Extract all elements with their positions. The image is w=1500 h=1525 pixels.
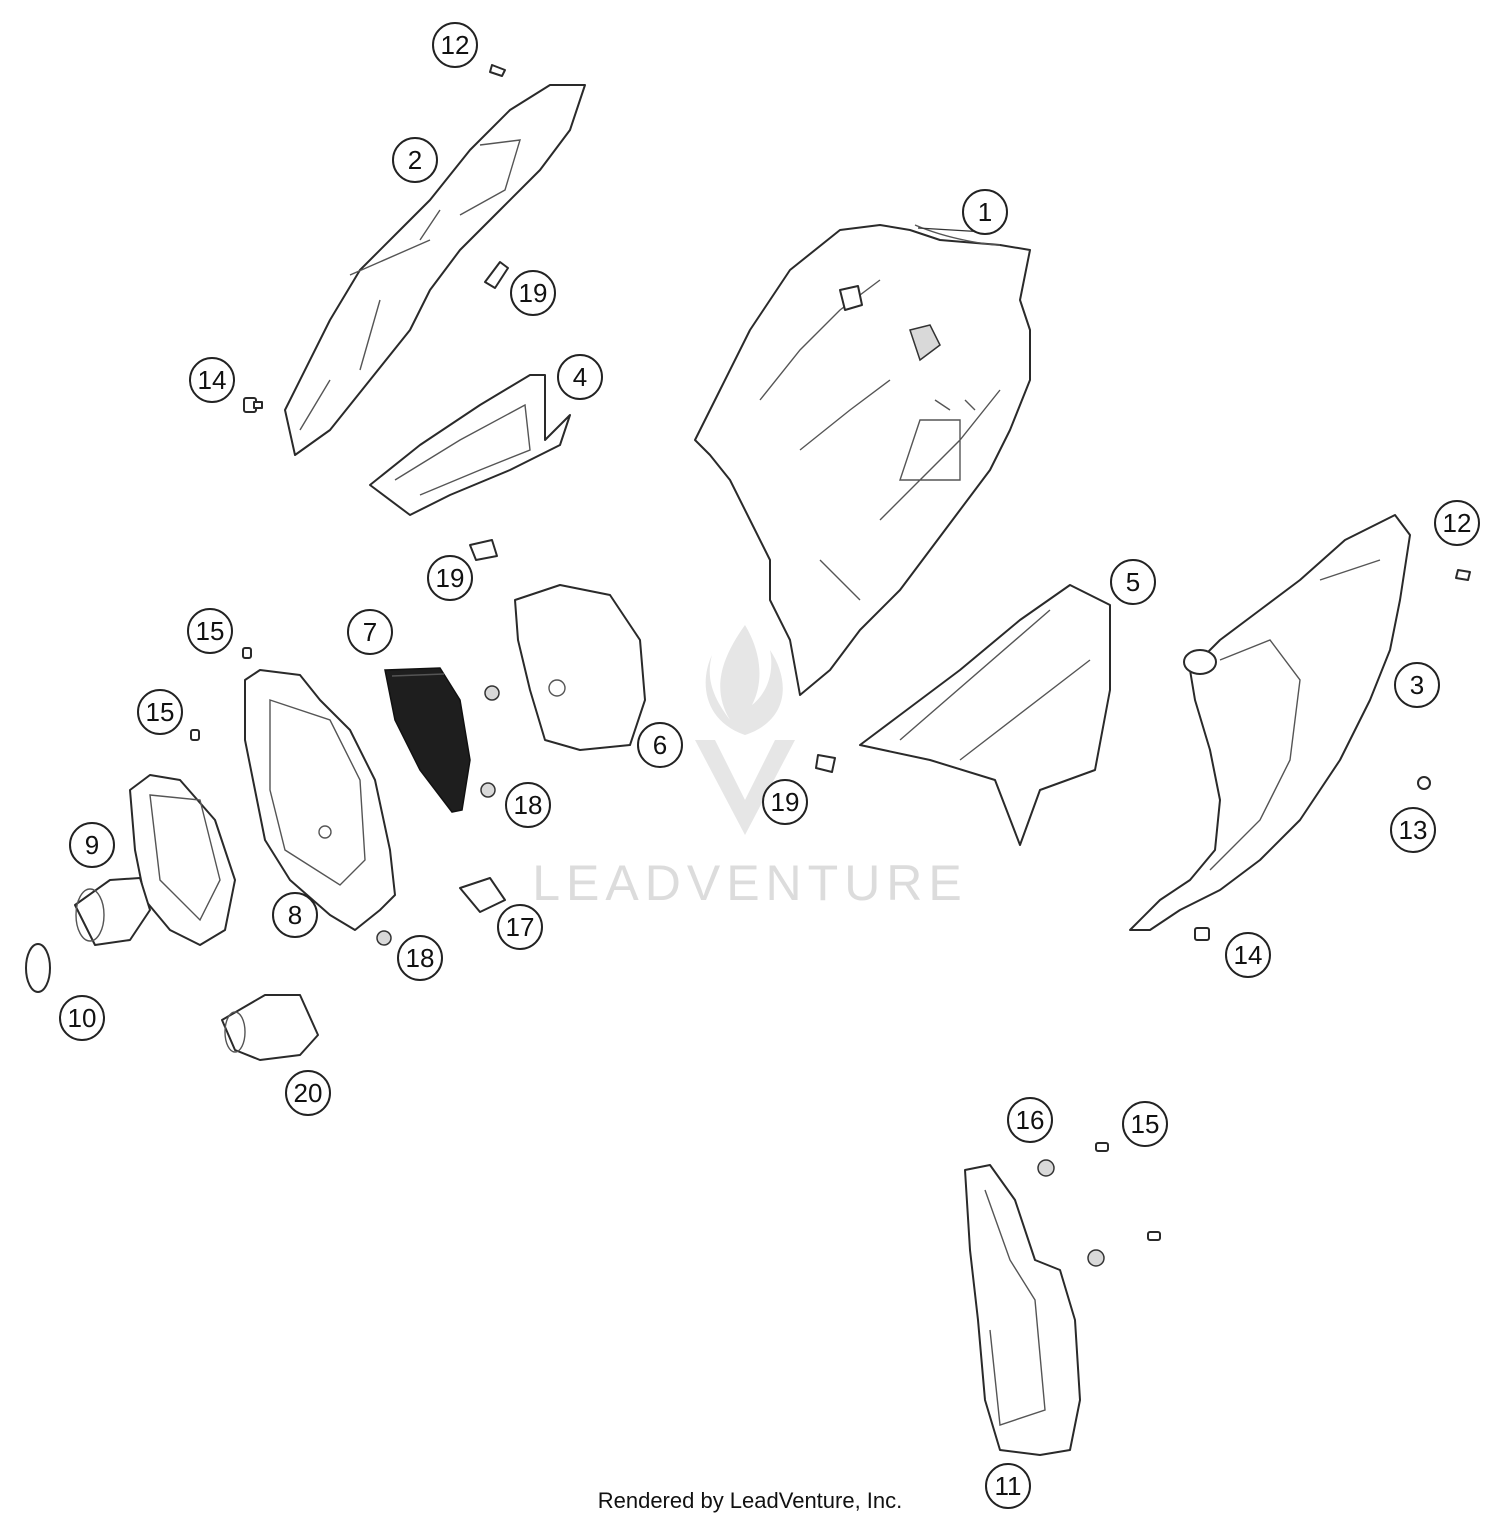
callout-12a: 12 — [432, 22, 478, 68]
svg-text:15: 15 — [146, 697, 175, 727]
part-11-lower-guard — [964, 1164, 1081, 1456]
part-14-screw-left — [243, 397, 263, 413]
callout-6: 6 — [637, 722, 683, 768]
watermark: LEADVENTURE — [532, 625, 968, 911]
callout-12b: 12 — [1434, 500, 1480, 546]
callout-17: 17 — [497, 904, 543, 950]
callout-4: 4 — [557, 354, 603, 400]
callout-7: 7 — [347, 609, 393, 655]
callout-14b: 14 — [1225, 932, 1271, 978]
callout-5: 5 — [1110, 559, 1156, 605]
svg-text:12: 12 — [1443, 508, 1472, 538]
part-3-right-side-panel — [1129, 514, 1411, 931]
part-9-intake-boot — [74, 774, 236, 946]
svg-text:10: 10 — [68, 1003, 97, 1033]
svg-text:19: 19 — [436, 563, 465, 593]
svg-text:1: 1 — [978, 197, 992, 227]
callout-18a: 18 — [505, 782, 551, 828]
part-4-cover — [369, 374, 571, 516]
part-8-airbox-frame — [244, 669, 396, 931]
watermark-flame-icon — [705, 625, 783, 735]
svg-text:7: 7 — [363, 617, 377, 647]
svg-text:6: 6 — [653, 730, 667, 760]
svg-text:3: 3 — [1410, 670, 1424, 700]
svg-text:19: 19 — [771, 787, 800, 817]
callout-15b: 15 — [137, 689, 183, 735]
callout-15a: 15 — [187, 608, 233, 654]
svg-text:20: 20 — [294, 1078, 323, 1108]
svg-text:5: 5 — [1126, 567, 1140, 597]
callout-8: 8 — [272, 892, 318, 938]
svg-text:14: 14 — [198, 365, 227, 395]
svg-text:11: 11 — [995, 1471, 1022, 1501]
callout-19c: 19 — [762, 779, 808, 825]
part-18-nut-upper — [480, 685, 500, 798]
svg-text:2: 2 — [408, 145, 422, 175]
part-6-filter-cover — [514, 584, 646, 751]
svg-text:16: 16 — [1016, 1105, 1045, 1135]
svg-text:18: 18 — [514, 790, 543, 820]
callout-20: 20 — [285, 1070, 331, 1116]
svg-text:13: 13 — [1399, 815, 1428, 845]
callout-13: 13 — [1390, 807, 1436, 853]
svg-text:17: 17 — [506, 912, 535, 942]
svg-text:15: 15 — [1131, 1109, 1160, 1139]
callout-3: 3 — [1394, 662, 1440, 708]
part-12-screw-top — [489, 64, 506, 77]
callout-10: 10 — [59, 995, 105, 1041]
callout-1: 1 — [962, 189, 1008, 235]
svg-text:9: 9 — [85, 830, 99, 860]
callout-11: 11 — [985, 1463, 1031, 1509]
part-5-side-cover — [859, 584, 1111, 846]
svg-text:19: 19 — [519, 278, 548, 308]
part-15-screw-a — [242, 647, 252, 659]
svg-text:8: 8 — [288, 900, 302, 930]
callout-9: 9 — [69, 822, 115, 868]
svg-text:15: 15 — [196, 616, 225, 646]
part-17-bracket — [459, 877, 506, 913]
part-14-screw-right — [1194, 927, 1210, 941]
part-19-clip-lower — [815, 754, 836, 773]
svg-text:12: 12 — [441, 30, 470, 60]
part-1-main-body — [694, 224, 1031, 696]
watermark-v-icon — [695, 740, 795, 835]
callout-19b: 19 — [427, 555, 473, 601]
callout-15c: 15 — [1122, 1101, 1168, 1147]
callout-18b: 18 — [397, 935, 443, 981]
callout-14a: 14 — [189, 357, 235, 403]
svg-text:4: 4 — [573, 362, 587, 392]
part-10-clamp — [25, 943, 51, 993]
part-12-screw-right — [1455, 569, 1471, 581]
svg-text:14: 14 — [1234, 940, 1263, 970]
part-15-screw-c — [1095, 1142, 1161, 1241]
render-credit: Rendered by LeadVenture, Inc. — [597, 1488, 903, 1513]
part-19-clip-top — [484, 261, 509, 289]
callout-2: 2 — [392, 137, 438, 183]
part-16-grommet — [1037, 1159, 1105, 1267]
part-20-duct — [221, 994, 319, 1061]
part-2-left-side-panel — [284, 84, 586, 456]
part-13-nut — [1417, 776, 1431, 790]
part-19-clip-mid — [469, 539, 498, 561]
part-18-nut-lower — [376, 930, 392, 946]
callout-16: 16 — [1007, 1097, 1053, 1143]
svg-text:18: 18 — [406, 943, 435, 973]
part-7-air-filter — [384, 667, 471, 813]
callout-19a: 19 — [510, 270, 556, 316]
watermark-text: LEADVENTURE — [532, 855, 968, 911]
part-15-screw-b — [190, 729, 200, 741]
